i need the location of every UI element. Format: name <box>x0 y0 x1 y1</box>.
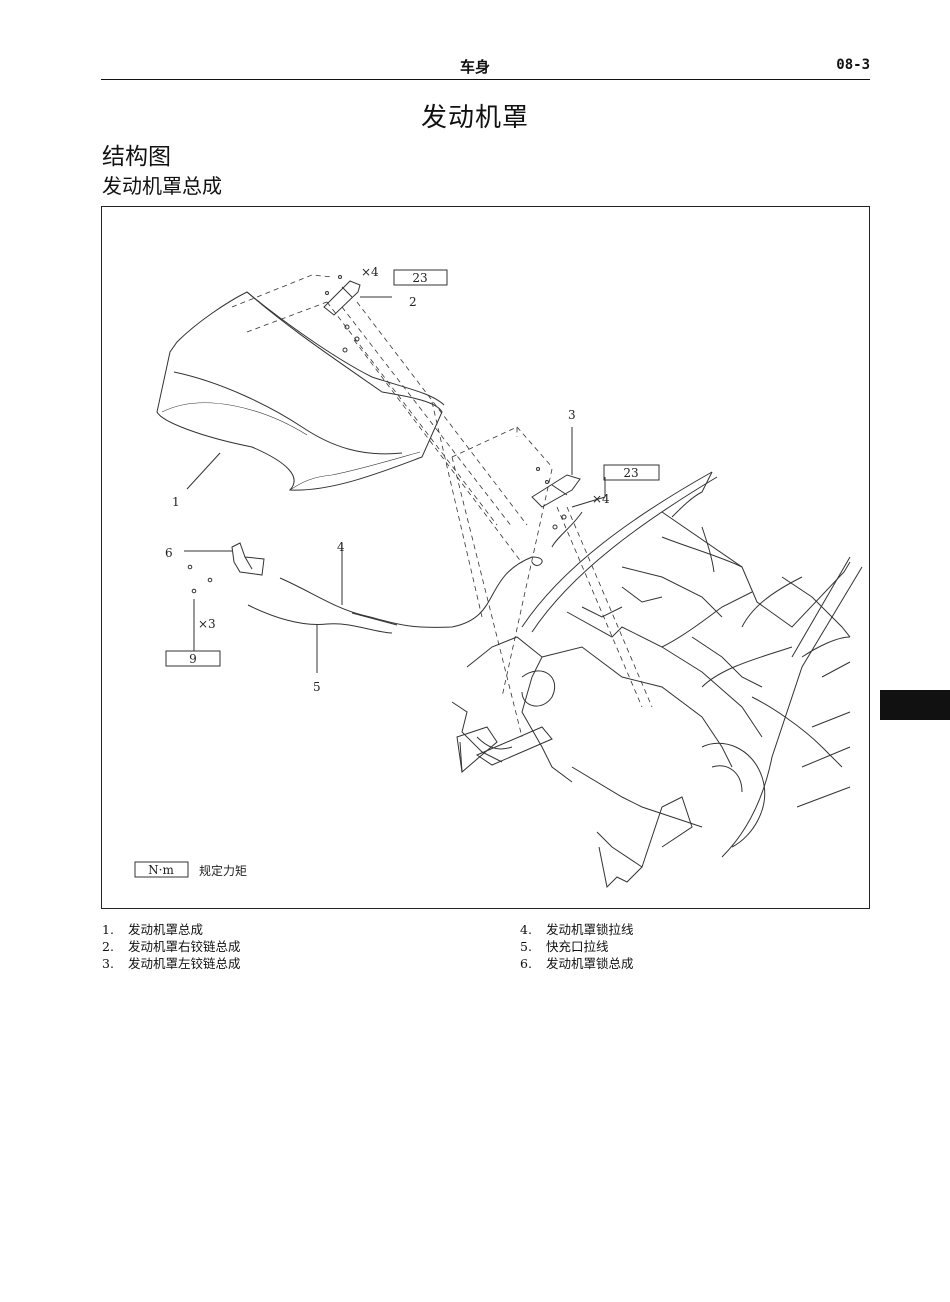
legend-unit: N·m <box>148 863 174 877</box>
torque-left-hinge: 23 <box>623 466 638 480</box>
hood-drawing <box>156 291 445 491</box>
header-page-number: 08-3 <box>836 57 870 73</box>
cables-drawing <box>247 543 543 673</box>
callout-4: 4 <box>337 540 345 554</box>
list-item: 6. 发动机罩锁总成 <box>520 956 634 971</box>
section-title: 结构图 <box>102 144 171 170</box>
callout-1: 1 <box>172 495 180 509</box>
torque-latch: 9 <box>189 652 197 666</box>
chapter-tab <box>880 690 950 720</box>
list-item: 1. 发动机罩总成 <box>102 922 204 937</box>
parts-list-right: 4. 发动机罩锁拉线 5. 快充口拉线 6. 发动机罩锁总成 <box>520 921 634 972</box>
structure-diagram: 1 2 3 4 5 6 ×4 ×4 ×3 23 23 9 N·m 规定力矩 <box>101 206 870 909</box>
callout-6: 6 <box>165 546 173 560</box>
callout-5: 5 <box>313 680 321 694</box>
diagram-drawing: 1 2 3 4 5 6 ×4 ×4 ×3 23 23 9 N·m 规定力矩 <box>134 265 863 889</box>
car-body-drawing <box>451 471 863 889</box>
header-rule <box>101 79 870 80</box>
page-title: 发动机罩 <box>420 103 529 133</box>
torque-box-left-hinge <box>603 464 660 481</box>
torque-box-right-hinge <box>393 269 448 286</box>
parts-list-left: 1. 发动机罩总成 2. 发动机罩右铰链总成 3. 发动机罩左铰链总成 <box>102 921 241 972</box>
callout-3: 3 <box>568 408 576 422</box>
list-item: 3. 发动机罩左铰链总成 <box>102 956 241 971</box>
list-item: 4. 发动机罩锁拉线 <box>520 922 634 937</box>
header-section-title: 车身 <box>460 58 491 76</box>
callout-2: 2 <box>409 295 417 309</box>
qty-left-hinge: ×4 <box>592 492 610 506</box>
legend-torque-box <box>134 861 189 878</box>
list-item: 2. 发动机罩右铰链总成 <box>102 939 241 954</box>
right-hinge-drawing <box>323 275 392 353</box>
latch-drawing <box>184 542 265 651</box>
legend-text: 规定力矩 <box>199 863 247 878</box>
left-hinge-drawing <box>531 427 606 530</box>
list-item: 5. 快充口拉线 <box>520 939 609 954</box>
subsection-title: 发动机罩总成 <box>102 174 222 198</box>
qty-right-hinge: ×4 <box>361 265 379 279</box>
torque-right-hinge: 23 <box>412 271 427 285</box>
qty-latch: ×3 <box>198 617 216 631</box>
torque-box-latch <box>165 650 221 667</box>
leader-part-1 <box>186 452 221 490</box>
